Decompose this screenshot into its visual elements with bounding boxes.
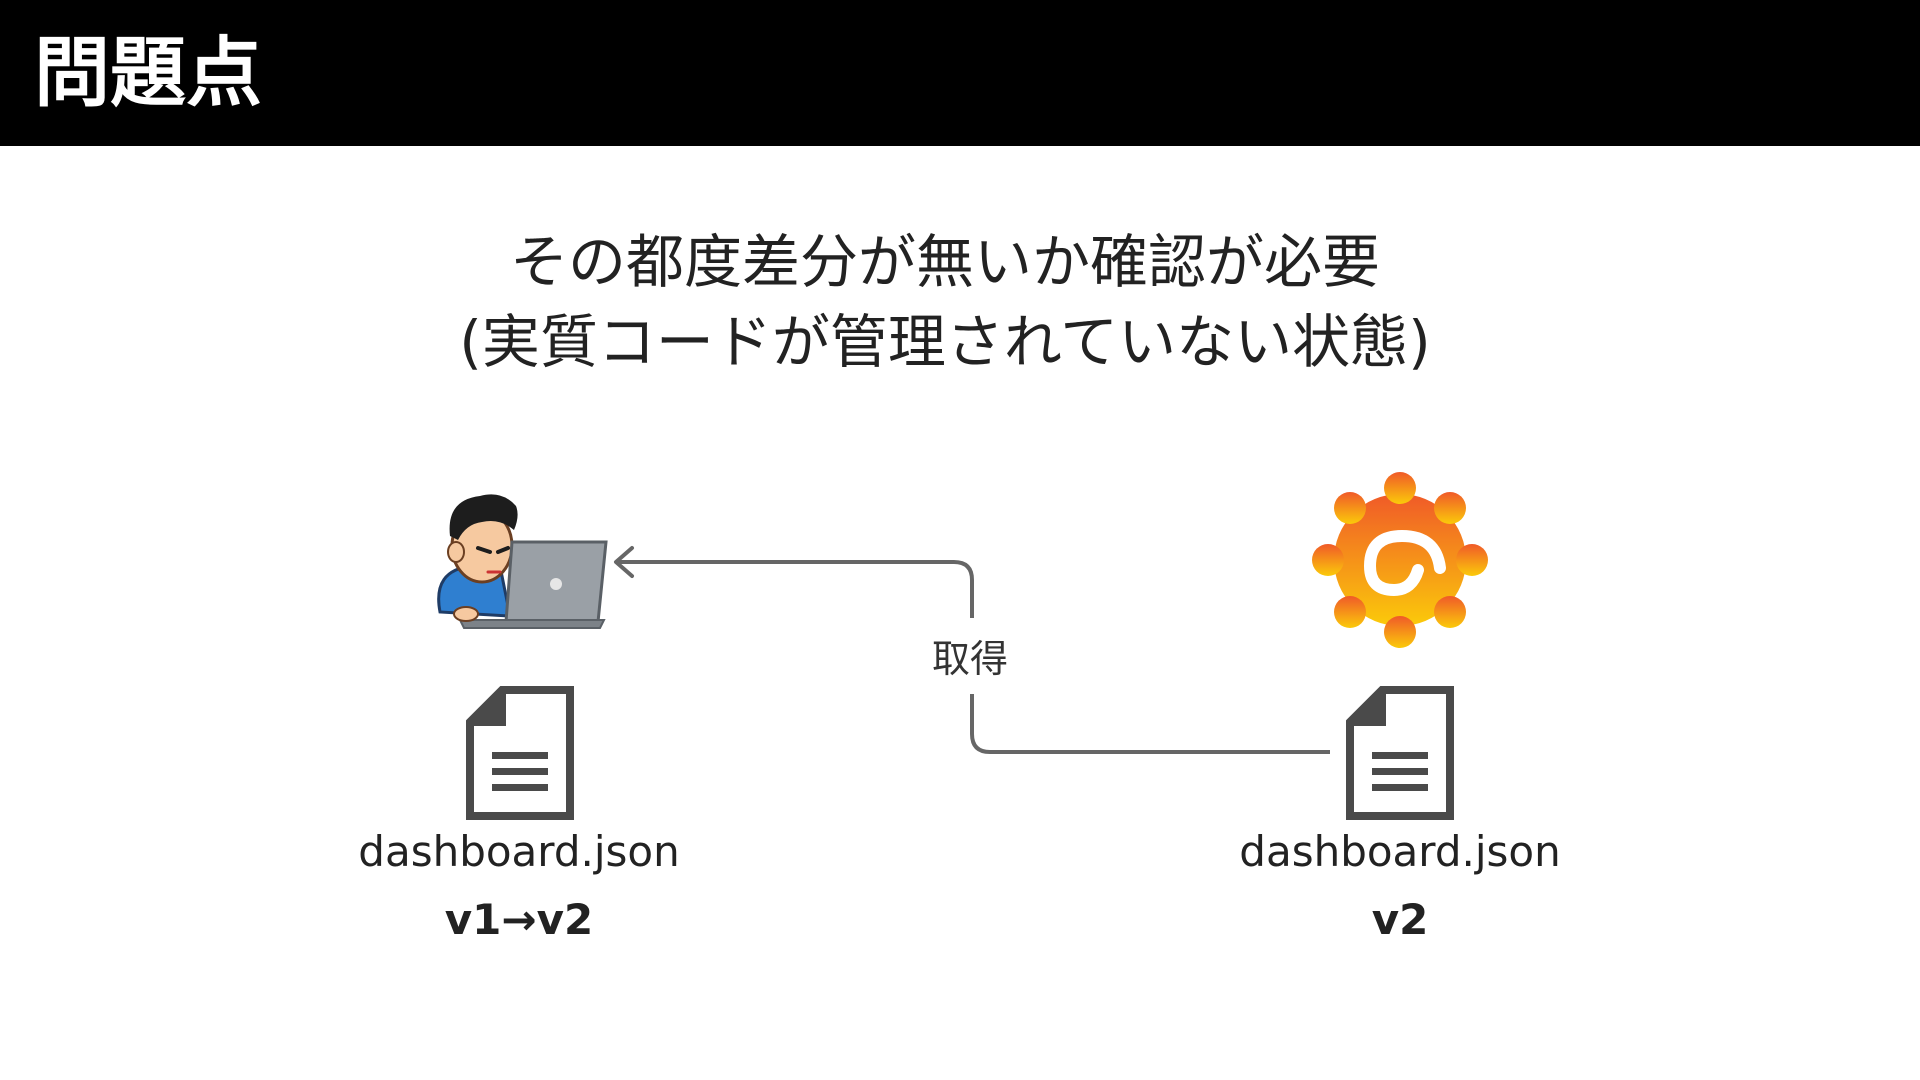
fetch-connector (618, 560, 1330, 754)
local-document-icon (466, 686, 574, 820)
message-line-1: その都度差分が無いか確認が必要 (509, 228, 1380, 296)
local-version: v1→v2 (444, 895, 594, 944)
local-filename: dashboard.json (358, 827, 680, 876)
fetch-label: 取得 (930, 634, 1010, 684)
remote-document-icon (1346, 686, 1454, 820)
arrowhead-icon (614, 546, 634, 578)
remote-version: v2 (1371, 895, 1429, 944)
remote-filename: dashboard.json (1239, 827, 1561, 876)
message: その都度差分が無いか確認が必要 (実質コードが管理されていない状態) (0, 222, 1920, 382)
slide-title: 問題点 (34, 28, 262, 117)
title-bar: 問題点 (0, 0, 1920, 146)
grafana-logo-icon (1312, 472, 1488, 648)
person-at-laptop-icon (437, 494, 608, 629)
message-line-2: (実質コードが管理されていない状態) (459, 308, 1431, 376)
